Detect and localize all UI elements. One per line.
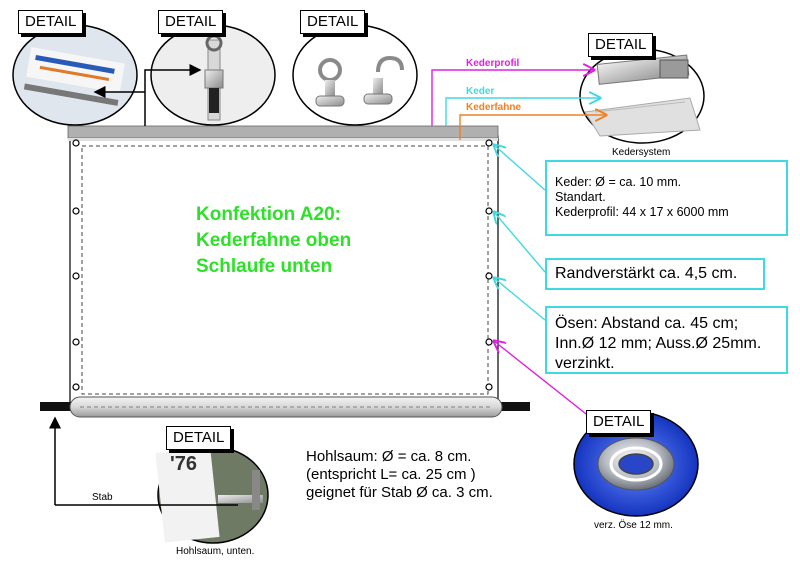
banner-title-line: Kederfahne oben	[196, 230, 352, 251]
info-box-oesen: Ösen: Abstand ca. 45 cm; Inn.Ø 12 mm; Au…	[545, 306, 788, 374]
info-oesen-line: Ösen: Abstand ca. 45 cm;	[555, 315, 739, 332]
info-oesen-line: verzinkt.	[555, 355, 615, 372]
detail-tag-kedersystem: DETAIL	[588, 33, 654, 57]
detail-photo-kedersystem	[579, 48, 705, 144]
hohlsaum-text: Hohlsaum: Ø = ca. 8 cm. (entspricht L= c…	[306, 448, 493, 502]
grommets	[72, 139, 493, 391]
hohlsaum-line: geignet für Stab Ø ca. 3 cm.	[306, 484, 493, 501]
info-keder-line: Keder: Ø = ca. 10 mm.	[555, 175, 682, 189]
hohlsaum-tube	[40, 396, 530, 418]
keder-top-bar	[67, 125, 499, 139]
detail-tag-eyebolt: DETAIL	[158, 10, 224, 34]
label-keder: Keder	[466, 86, 495, 97]
banner-title-line: Schlaufe unten	[196, 256, 333, 277]
info-box-keder: Keder: Ø = ca. 10 mm. Standart. Kederpro…	[545, 160, 788, 236]
detail-photo-eyebolt	[150, 24, 276, 126]
pointer-lines-black	[49, 64, 238, 506]
svg-text:'76: '76	[170, 453, 197, 475]
detail-tag-hohlsaum: DETAIL	[166, 426, 232, 450]
detail-photo-oese	[573, 411, 699, 517]
caption-kedersystem: Kedersystem	[612, 147, 671, 158]
banner-title: Konfektion A20: Kederfahne oben Schlaufe…	[196, 202, 351, 280]
callout-lines	[494, 145, 601, 426]
detail-photo-hohlsaum: '76	[155, 446, 269, 544]
detail-tag-oese: DETAIL	[586, 410, 652, 434]
banner-title-line: Konfektion A20:	[196, 204, 341, 225]
info-box-rand: Randverstärkt ca. 4,5 cm.	[545, 258, 765, 290]
label-stab: Stab	[92, 492, 113, 503]
detail-photo-hooks	[292, 24, 418, 126]
label-kederprofil: Kederprofil	[466, 58, 520, 69]
info-rand-text: Randverstärkt ca. 4,5 cm.	[555, 265, 738, 282]
caption-oese: verz. Öse 12 mm.	[594, 520, 673, 531]
caption-hohlsaum: Hohlsaum, unten.	[176, 546, 255, 557]
detail-photo-display	[12, 24, 138, 126]
banner	[67, 125, 499, 407]
detail-tag-hooks: DETAIL	[300, 10, 366, 34]
info-oesen-line: Inn.Ø 12 mm; Auss.Ø 25mm.	[555, 335, 762, 352]
keder-pointer-lines	[431, 70, 606, 140]
info-keder-line: Kederprofil: 44 x 17 x 6000 mm	[555, 205, 729, 219]
hohlsaum-line: (entspricht L= ca. 25 cm )	[306, 466, 476, 483]
detail-tag-display: DETAIL	[18, 10, 84, 34]
hohlsaum-line: Hohlsaum: Ø = ca. 8 cm.	[306, 448, 472, 465]
info-keder-line: Standart.	[555, 190, 606, 204]
label-kederfahne: Kederfahne	[466, 102, 522, 113]
